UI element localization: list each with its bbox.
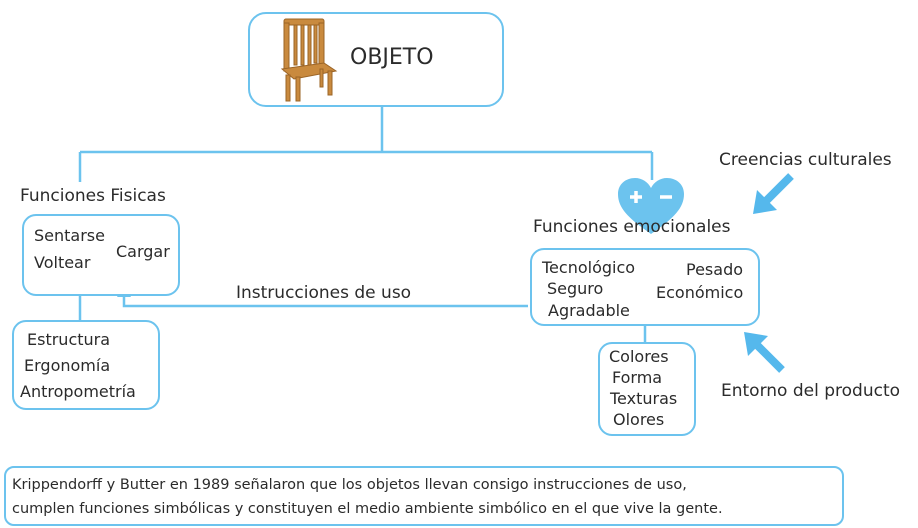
footer-line-1: Krippendorff y Butter en 1989 señalaron …: [12, 477, 687, 493]
influence-top-label: Creencias culturales: [719, 150, 892, 170]
emocional-item-tecnologico: Tecnológico: [542, 258, 636, 277]
instrucciones-label: Instrucciones de uso: [236, 283, 412, 303]
fisicas-detail-estructura: Estructura: [27, 330, 111, 349]
arrow-up-left-icon: [744, 332, 785, 373]
emocional-detail-texturas: Texturas: [610, 389, 678, 408]
funciones-emocionales-box: Tecnológico Seguro Agradable Pesado Econ…: [530, 248, 760, 326]
emocional-item-seguro: Seguro: [547, 279, 604, 298]
funciones-emocionales-title: Funciones emocionales: [533, 217, 731, 237]
footer-box: Krippendorff y Butter en 1989 señalaron …: [4, 466, 844, 526]
emocional-detail-colores: Colores: [609, 347, 669, 366]
fisicas-item-cargar: Cargar: [116, 242, 170, 261]
arrow-down-left-icon: [753, 173, 794, 214]
emocional-item-pesado: Pesado: [686, 260, 744, 279]
fisicas-item-voltear: Voltear: [34, 253, 91, 272]
root-label: OBJETO: [350, 45, 434, 70]
root-node: OBJETO: [248, 12, 504, 107]
emocional-item-economico: Económico: [656, 283, 744, 302]
emocional-detail-olores: Olores: [613, 410, 665, 429]
heart-plus-minus-icon: [618, 178, 684, 234]
emocionales-detail-box: Colores Forma Texturas Olores: [598, 342, 696, 436]
fisicas-detail-box: Estructura Ergonomía Antropometría: [12, 320, 160, 410]
fisicas-detail-antropometria: Antropometría: [20, 382, 136, 401]
instrucciones-arrow-line: [122, 294, 528, 308]
emocional-item-agradable: Agradable: [548, 301, 630, 320]
influence-bottom-label: Entorno del producto: [721, 381, 901, 401]
footer-line-2: cumplen funciones simbólicas y constituy…: [12, 501, 723, 517]
chair-icon: [280, 18, 338, 102]
emocional-detail-forma: Forma: [612, 368, 663, 387]
fisicas-detail-ergonomia: Ergonomía: [24, 356, 111, 375]
funciones-fisicas-box: Sentarse Voltear Cargar: [22, 214, 180, 296]
funciones-fisicas-title: Funciones Fisicas: [20, 186, 166, 206]
fisicas-item-sentarse: Sentarse: [34, 226, 105, 245]
